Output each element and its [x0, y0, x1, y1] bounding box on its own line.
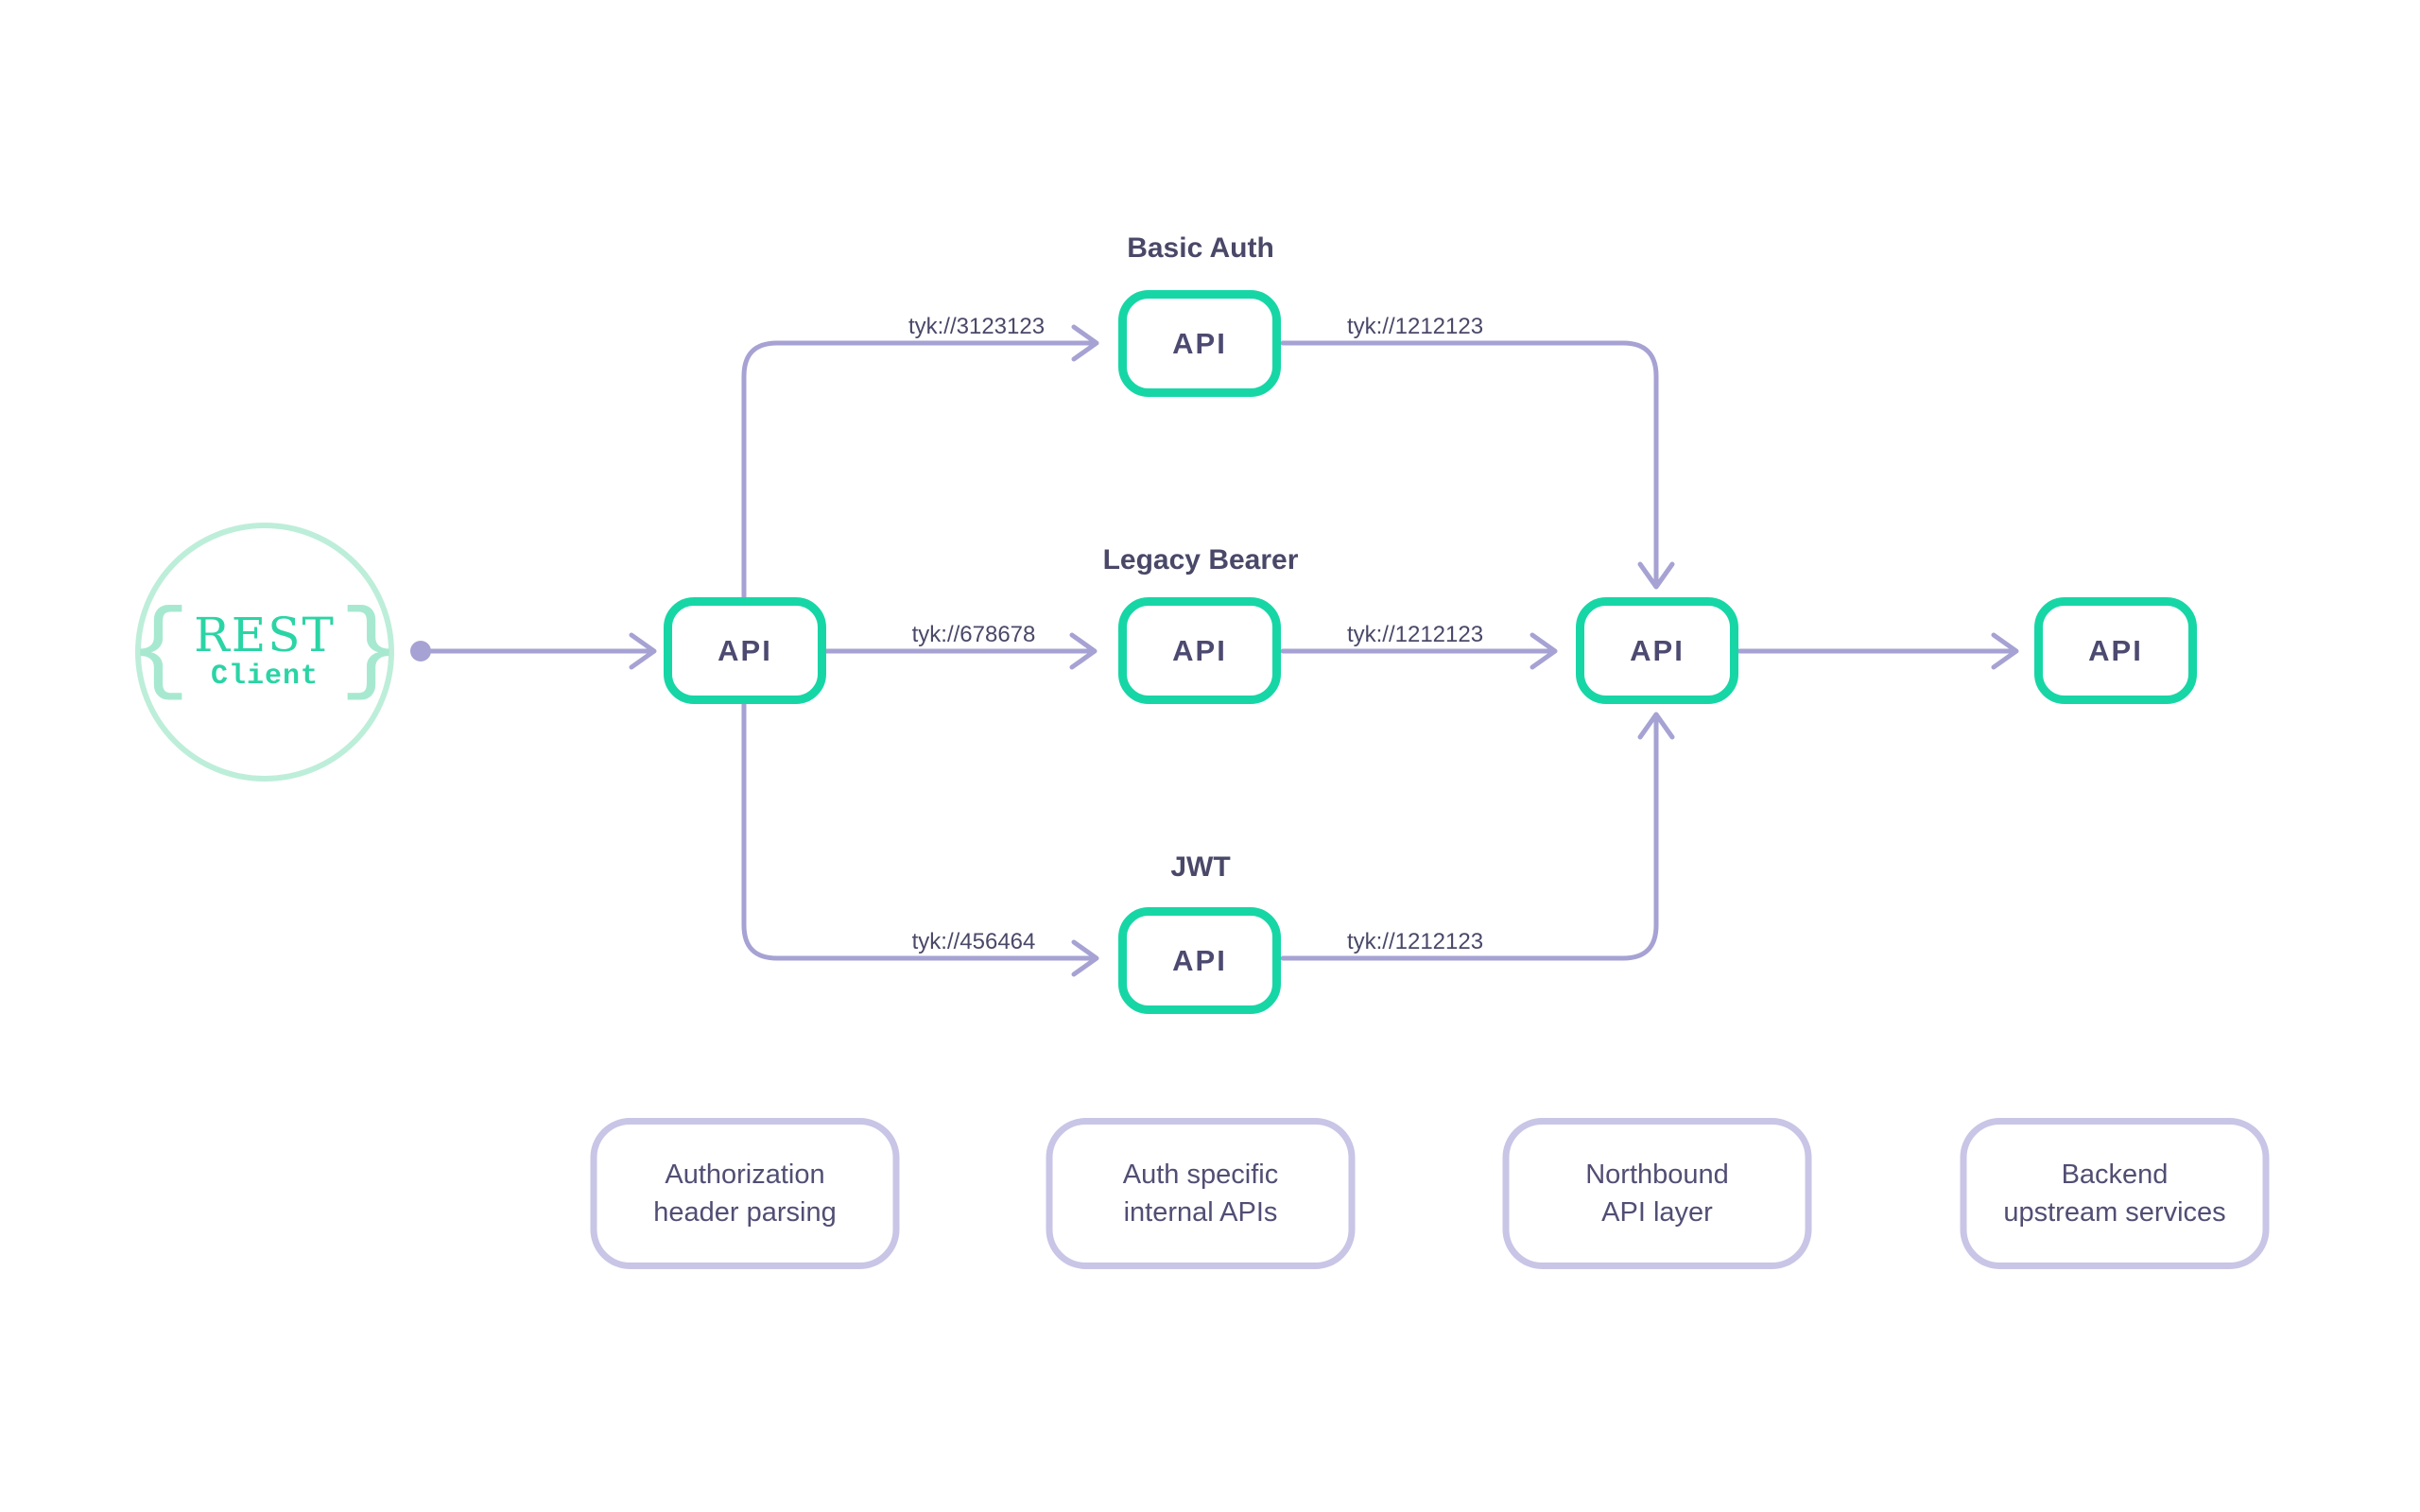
api-node-jwt: API — [1118, 907, 1281, 1014]
edge-client-to-gateway — [428, 632, 657, 670]
api-node-legacy-bearer: API — [1118, 597, 1281, 704]
edge-label-jwt-to-northbound: tyk://1212123 — [1346, 929, 1484, 954]
left-brace-glyph: { — [129, 594, 191, 710]
api-node-basic-auth: API — [1118, 290, 1281, 397]
edge-label-gateway-to-jwt: tyk://456464 — [911, 929, 1036, 954]
legend-line: internal APIs — [1123, 1197, 1278, 1228]
edge-label-basic-to-northbound: tyk://1212123 — [1346, 314, 1484, 339]
edge-northbound-to-backend — [1737, 632, 2019, 670]
right-brace-glyph: } — [338, 594, 401, 710]
rest-client-node: { REST Client } — [129, 523, 401, 782]
edge-jwt-to-northbound — [1280, 712, 1675, 961]
edge-legacy-to-northbound — [1280, 632, 1558, 670]
api-node-backend: API — [2034, 597, 2197, 704]
legend-line: API layer — [1601, 1197, 1713, 1228]
client-origin-dot — [410, 641, 431, 662]
rest-client-label: REST Client — [194, 610, 336, 695]
legend-line: header parsing — [653, 1197, 837, 1228]
legend-line: Northbound — [1585, 1160, 1729, 1190]
legend-authorization-header-parsing: Authorization header parsing — [590, 1118, 900, 1269]
legend-line: Authorization — [665, 1160, 825, 1190]
legend-line: Backend — [2061, 1160, 2169, 1190]
rest-client-line1: REST — [194, 607, 336, 662]
edge-label-legacy-to-northbound: tyk://1212123 — [1346, 622, 1484, 647]
title-legacy-bearer: Legacy Bearer — [1102, 544, 1299, 576]
edge-basic-to-northbound — [1280, 340, 1675, 590]
api-node-northbound: API — [1576, 597, 1738, 704]
title-basic-auth: Basic Auth — [1127, 232, 1274, 264]
legend-auth-specific-internal-apis: Auth specific internal APIs — [1046, 1118, 1356, 1269]
edge-label-gateway-to-basic: tyk://3123123 — [908, 314, 1046, 339]
legend-northbound-api-layer: Northbound API layer — [1502, 1118, 1812, 1269]
title-jwt: JWT — [1170, 851, 1231, 883]
edge-label-gateway-to-legacy: tyk://678678 — [911, 622, 1036, 647]
api-node-gateway: API — [664, 597, 826, 704]
legend-backend-upstream-services: Backend upstream services — [1960, 1118, 2270, 1269]
edge-gateway-to-jwt — [741, 701, 1099, 977]
legend-line: upstream services — [2003, 1197, 2226, 1228]
edge-gateway-to-basic — [741, 324, 1099, 600]
edge-gateway-to-legacy — [822, 632, 1098, 670]
rest-client-line2: Client — [210, 661, 320, 694]
legend-line: Auth specific — [1122, 1160, 1279, 1190]
